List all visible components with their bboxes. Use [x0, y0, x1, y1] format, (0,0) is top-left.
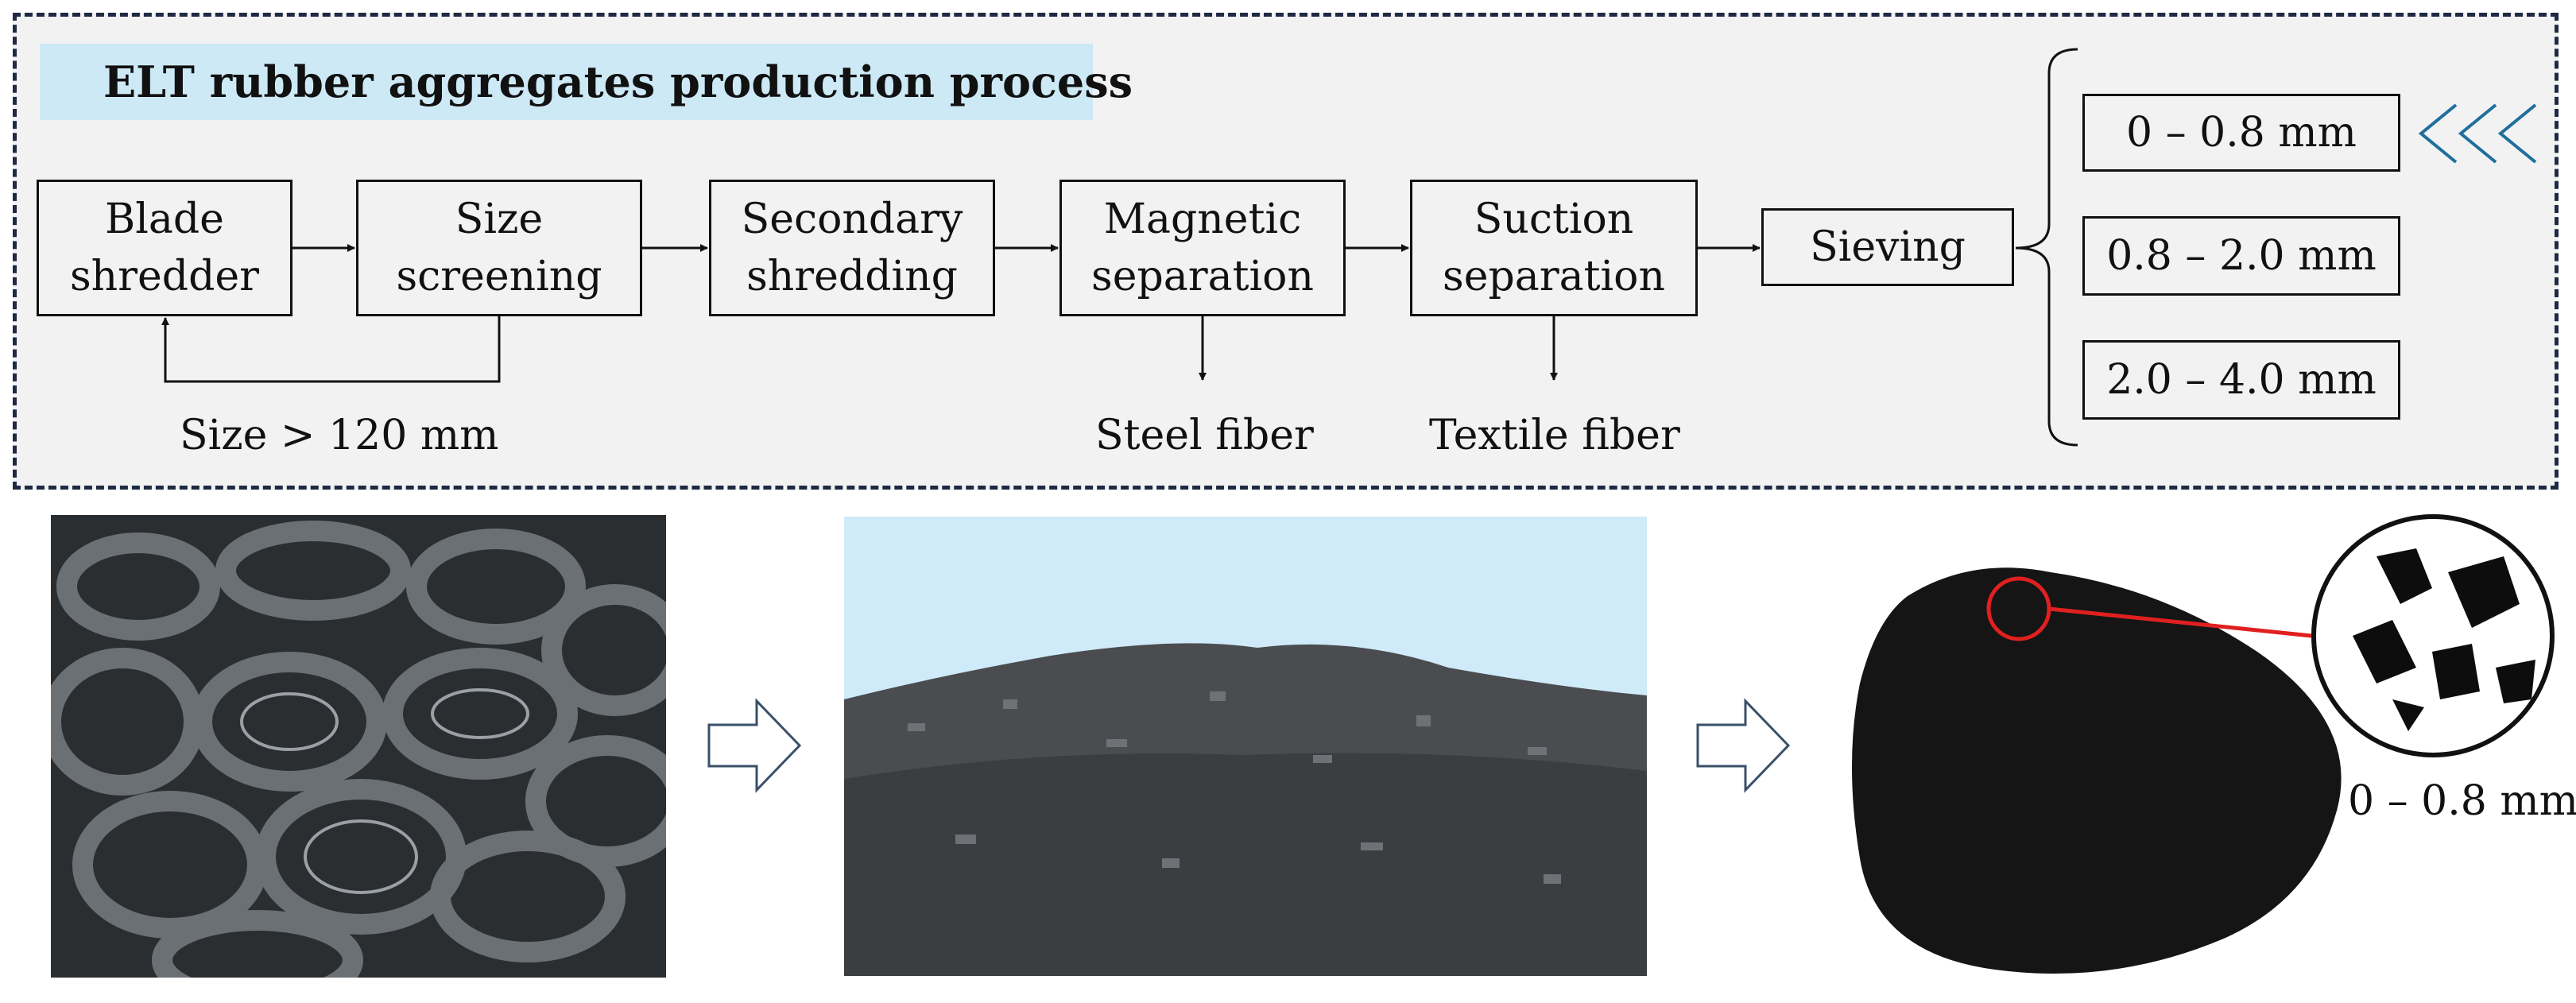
output-label: 0 – 0.8 mm — [2126, 109, 2357, 157]
output-0.8-2.0mm: 0.8 – 2.0 mm — [2082, 216, 2400, 296]
rubber-granules-photo — [1812, 525, 2369, 986]
step-label: Size screening — [396, 196, 602, 300]
flow-arrow-icon — [1696, 698, 1791, 793]
shredded-rubber-pile-photo — [844, 517, 1647, 976]
step-label: Blade shredder — [69, 196, 259, 300]
process-title: ELT rubber aggregates production process — [40, 44, 1133, 120]
output-2.0-4.0mm: 2.0 – 4.0 mm — [2082, 340, 2400, 420]
step-magnetic-separation: Magnetic separation — [1059, 180, 1346, 316]
flow-arrow-icon — [707, 698, 802, 793]
zoom-size-label: 0 – 0.8 mm — [2348, 777, 2576, 825]
selection-marker-icon — [2418, 103, 2537, 164]
step-label: Suction separation — [1443, 196, 1665, 300]
scrap-tires-photo — [51, 515, 666, 978]
output-0-0.8mm: 0 – 0.8 mm — [2082, 94, 2400, 172]
step-size-screening: Size screening — [356, 180, 642, 316]
step-suction-separation: Suction separation — [1410, 180, 1698, 316]
steel-fiber-label: Steel fiber — [1095, 412, 1314, 459]
textile-fiber-label: Textile fiber — [1429, 412, 1680, 459]
output-label: 2.0 – 4.0 mm — [2106, 356, 2377, 404]
step-label: Magnetic separation — [1091, 196, 1314, 300]
step-label: Sieving — [1810, 223, 1966, 271]
step-secondary-shredding: Secondary shredding — [709, 180, 995, 316]
granules-illustration — [1852, 567, 2342, 974]
step-label: Secondary shredding — [741, 196, 963, 300]
tire-pile-illustration — [51, 515, 666, 978]
step-sieving: Sieving — [1761, 208, 2014, 286]
feedback-label: Size > 120 mm — [180, 412, 499, 459]
rubber-pile-illustration — [844, 517, 1647, 976]
output-label: 0.8 – 2.0 mm — [2106, 232, 2377, 280]
step-blade-shredder: Blade shredder — [37, 180, 292, 316]
